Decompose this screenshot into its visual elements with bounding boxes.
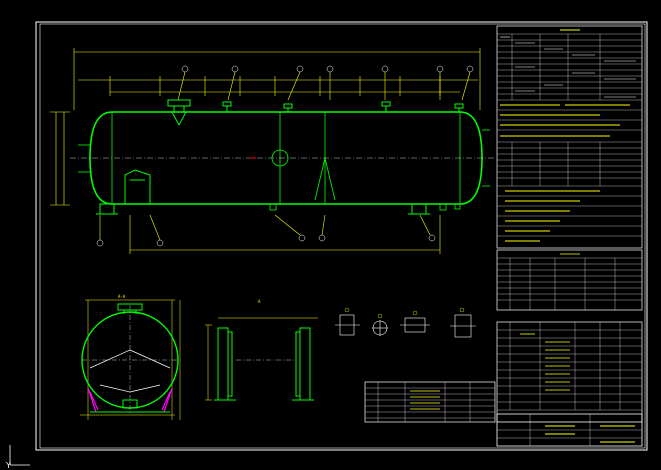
ucs-y-label: Y — [5, 461, 11, 470]
side-view-label: A-A — [118, 294, 126, 299]
main-elevation-view — [50, 48, 495, 254]
technical-data-table — [496, 25, 643, 249]
side-section-view: A-A — [80, 294, 181, 420]
drawing-inner-frame — [39, 23, 646, 449]
detail-view-label: A — [258, 299, 261, 304]
title-block — [496, 413, 643, 447]
small-details — [335, 314, 476, 338]
parts-list-table — [364, 321, 643, 423]
drawing-outer-frame — [35, 21, 648, 451]
saddle-detail-view: A — [205, 299, 318, 401]
ucs-icon — [9, 445, 30, 466]
manway-opening — [271, 149, 289, 167]
nozzle-table — [496, 249, 643, 311]
